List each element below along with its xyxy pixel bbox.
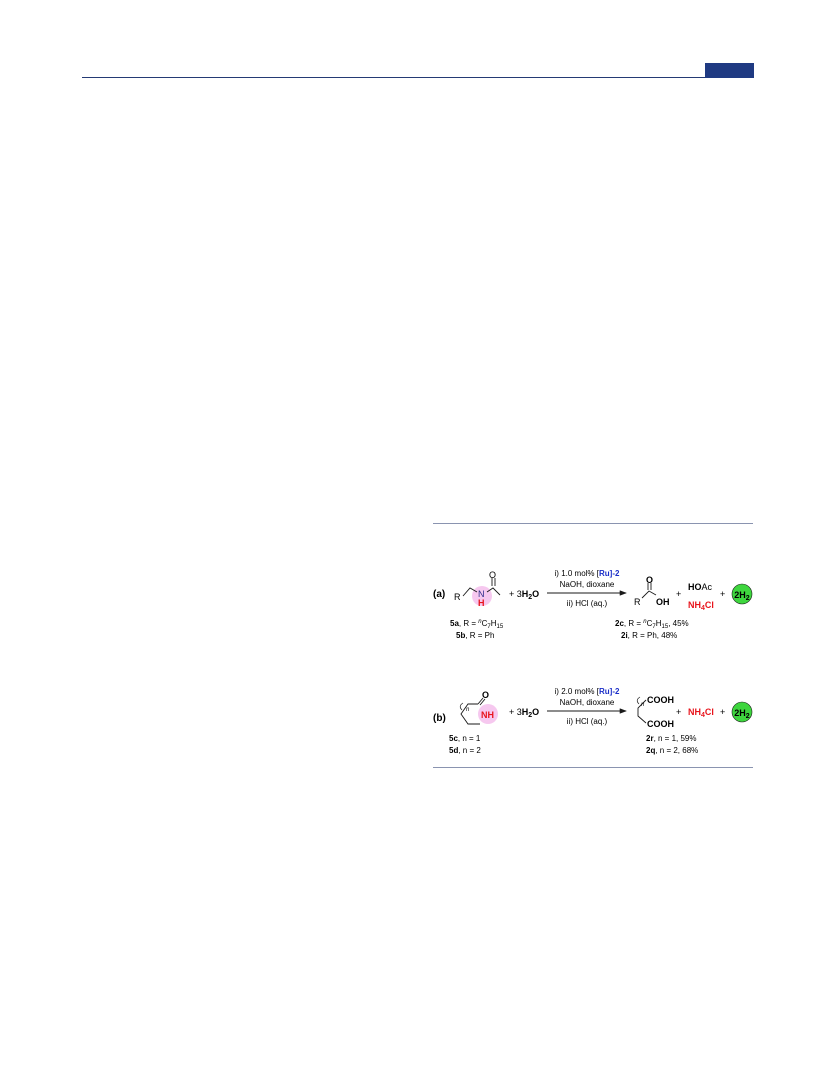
- compound-2i-label: 2i, R = Ph, 48%: [621, 631, 677, 640]
- reaction-b: (b) O NH n + 3H2O i) 2.0 mol% [Ru]-2 NaO…: [433, 687, 753, 755]
- acid-o-label: O: [646, 575, 653, 585]
- compound-2c-label: 2c, R = nC7H15, 45%: [615, 619, 689, 630]
- lactam-o-label: O: [482, 690, 489, 700]
- reaction-b-label: (b): [433, 713, 446, 724]
- plus-sign: +: [720, 707, 725, 717]
- acid-2c-structure: R O OH: [634, 575, 670, 607]
- header-rule: [82, 77, 754, 78]
- compound-5d-label: 5d, n = 2: [449, 746, 481, 755]
- lactam-n-label: n: [466, 707, 470, 713]
- compound-5c-label: 5c, n = 1: [449, 734, 481, 743]
- r-group-label: R: [454, 592, 461, 602]
- amide-n-label: N: [478, 589, 485, 599]
- condition-a-3: ii) HCl (aq.): [567, 599, 608, 608]
- nh-highlight: [472, 586, 492, 606]
- water-term: + 3H2O: [509, 589, 539, 601]
- h2-label: 2H2: [734, 590, 750, 602]
- acid-oh-label: OH: [656, 597, 670, 607]
- lactam-5c-structure: O NH n: [459, 690, 498, 725]
- condition-b-1: i) 2.0 mol% [Ru]-2: [555, 687, 620, 696]
- diacid-n-label: n: [641, 702, 645, 708]
- cooh-top-label: COOH: [647, 695, 674, 705]
- acid-r-label: R: [634, 597, 641, 607]
- plus-sign: +: [676, 707, 681, 717]
- page-tab-marker: [705, 63, 754, 78]
- compound-5a-label: 5a, R = nC7H15: [450, 619, 504, 630]
- nh-highlight: [478, 704, 498, 724]
- condition-a-1: i) 1.0 mol% [Ru]-2: [555, 569, 620, 578]
- condition-b-3: ii) HCl (aq.): [567, 717, 608, 726]
- compound-2r-label: 2r, n = 1, 59%: [646, 734, 696, 743]
- condition-b-2: NaOH, dioxane: [560, 698, 615, 707]
- scheme-top-rule: [433, 523, 753, 524]
- reaction-a: (a) R N H O + 3H2O i) 1.0 mol% [Ru]-2 Na…: [433, 569, 753, 640]
- h2-highlight: [731, 583, 753, 605]
- compound-5b-label: 5b, R = Ph: [456, 631, 494, 640]
- scheme-bottom-rule: [433, 767, 753, 768]
- diacid-2r-structure: n COOH COOH: [636, 695, 674, 729]
- amide-5a-structure: R N H O: [454, 570, 501, 608]
- water-term: + 3H2O: [509, 707, 539, 719]
- nh4cl-label: NH4Cl: [688, 600, 714, 612]
- nh4cl-label: NH4Cl: [688, 707, 714, 719]
- reaction-a-label: (a): [433, 589, 445, 600]
- carbonyl-o-label: O: [489, 570, 496, 580]
- amide-h-label: H: [478, 598, 485, 608]
- lactam-nh-label: NH: [481, 710, 494, 720]
- cooh-bottom-label: COOH: [647, 719, 674, 729]
- h2-highlight: [731, 701, 753, 723]
- h2-label: 2H2: [734, 708, 750, 720]
- compound-2q-label: 2q, n = 2, 68%: [646, 746, 698, 755]
- hoac-label: HOAc: [688, 582, 713, 592]
- plus-sign: +: [676, 589, 681, 599]
- condition-a-2: NaOH, dioxane: [560, 580, 615, 589]
- plus-sign: +: [720, 589, 725, 599]
